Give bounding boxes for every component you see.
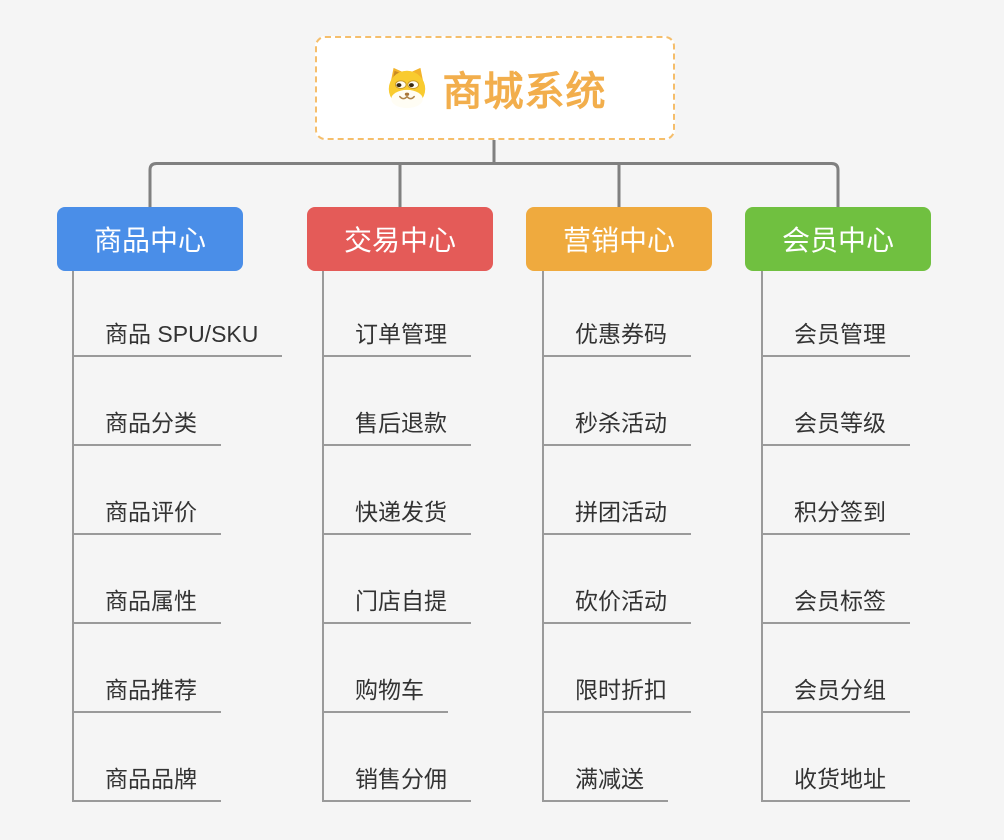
leaf-node[interactable]: 优惠券码: [542, 318, 691, 357]
leaf-node[interactable]: 会员标签: [761, 585, 910, 624]
leaf-node[interactable]: 商品 SPU/SKU: [72, 318, 283, 357]
branch-spine-line: [72, 271, 74, 802]
leaf-node[interactable]: 快递发货: [322, 496, 471, 535]
leaf-node[interactable]: 商品属性: [72, 585, 221, 624]
leaf-node[interactable]: 收货地址: [761, 763, 910, 802]
branch-node-label: 商品中心: [93, 225, 206, 256]
root-node-label: 商城系统: [442, 70, 607, 114]
leaf-node[interactable]: 满减送: [542, 763, 668, 802]
leaf-node[interactable]: 订单管理: [322, 318, 471, 357]
leaf-node[interactable]: 商品推荐: [72, 674, 221, 713]
branch-spine-line: [542, 271, 544, 802]
leaf-node[interactable]: 商品分类: [72, 407, 221, 446]
branch-node-product-center[interactable]: 商品中心: [57, 207, 243, 271]
leaf-node[interactable]: 购物车: [322, 674, 448, 713]
leaf-node[interactable]: 门店自提: [322, 585, 471, 624]
leaf-node[interactable]: 售后退款: [322, 407, 471, 446]
root-node[interactable]: 商城系统: [315, 36, 675, 140]
leaf-node[interactable]: 积分签到: [761, 496, 910, 535]
leaf-node[interactable]: 限时折扣: [542, 674, 691, 713]
dog-face-icon: [388, 67, 425, 109]
branch-node-label: 营销中心: [562, 225, 675, 256]
leaf-node[interactable]: 会员分组: [761, 674, 910, 713]
branch-spine-line: [322, 271, 324, 802]
leaf-node[interactable]: 商品评价: [72, 496, 221, 535]
branch-node-member-center[interactable]: 会员中心: [745, 207, 931, 271]
leaf-node[interactable]: 会员管理: [761, 318, 910, 357]
leaf-node[interactable]: 会员等级: [761, 407, 910, 446]
leaf-node[interactable]: 商品品牌: [72, 763, 221, 802]
branch-node-marketing-center[interactable]: 营销中心: [526, 207, 712, 271]
branch-spine-line: [761, 271, 763, 802]
leaf-node[interactable]: 秒杀活动: [542, 407, 691, 446]
leaf-node[interactable]: 拼团活动: [542, 496, 691, 535]
leaf-node[interactable]: 砍价活动: [542, 585, 691, 624]
branch-node-label: 交易中心: [343, 225, 456, 256]
branch-rail-line: [148, 162, 840, 207]
branch-node-trade-center[interactable]: 交易中心: [307, 207, 493, 271]
branch-node-label: 会员中心: [781, 225, 894, 256]
leaf-node[interactable]: 销售分佣: [322, 763, 471, 802]
